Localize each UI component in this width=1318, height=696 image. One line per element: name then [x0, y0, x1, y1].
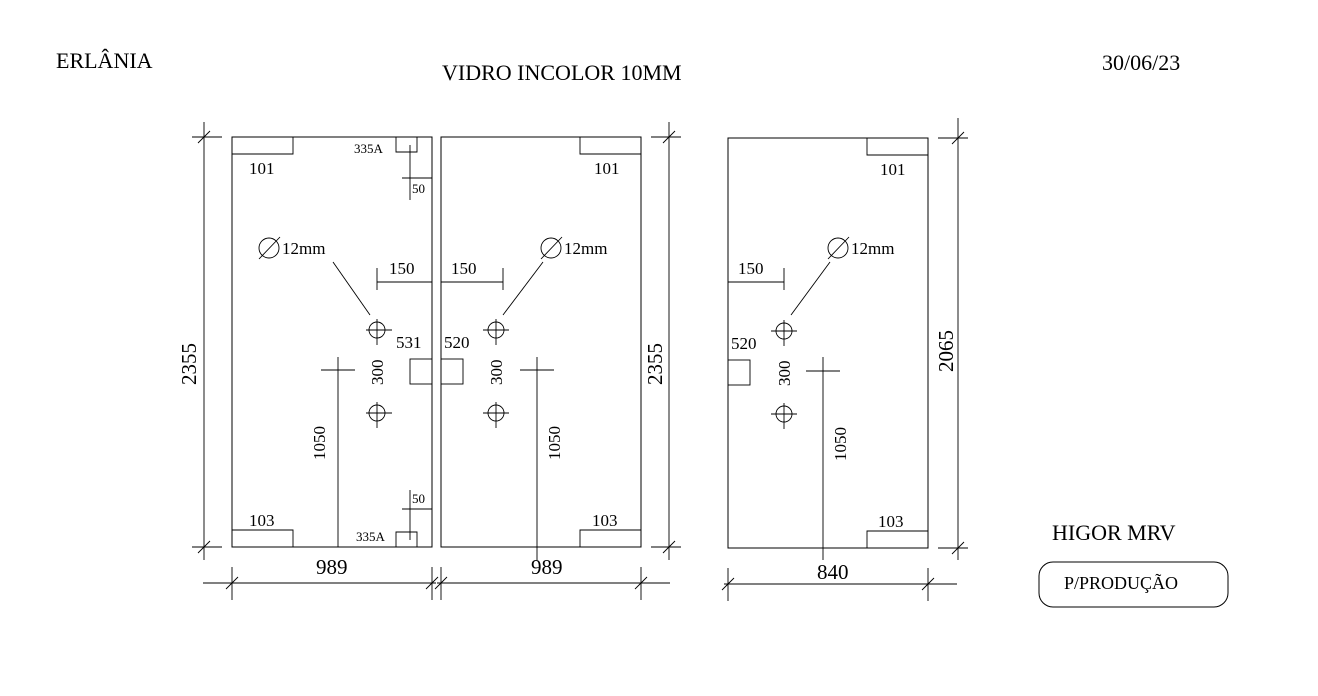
- panel-middle-bottom-fitting: [579, 529, 641, 547]
- panel-middle: 101 103 12mm 300 150 1050 520: [434, 122, 681, 600]
- panel-middle-bottom-fitting-label: 103: [592, 511, 618, 530]
- panel-right-handle-height: 1050: [831, 427, 850, 461]
- panel-left-bottom-fitting-label: 103: [249, 511, 275, 530]
- panel-middle-lock-label: 520: [444, 333, 470, 352]
- diameter-icon: [258, 237, 280, 259]
- panel-right: 101 103 12mm 300 150 1050 520 2065: [721, 118, 968, 601]
- panel-left-hole-spacing: 300: [368, 360, 387, 386]
- panel-middle-hole-top: [483, 319, 509, 345]
- panel-middle-lock: [440, 358, 464, 385]
- panel-right-lock: [727, 359, 751, 386]
- panel-middle-width: 989: [531, 555, 563, 579]
- panel-right-hole-edge: 150: [738, 259, 764, 278]
- panel-middle-hole-spacing: 300: [487, 360, 506, 386]
- panel-right-hole-label: 12mm: [851, 239, 894, 258]
- panel-middle-hole-bottom: [483, 402, 509, 428]
- panel-right-bottom-fitting: [866, 530, 928, 548]
- panel-left-height: 2355: [177, 343, 201, 385]
- panel-left-top-fitting: [232, 137, 294, 155]
- panel-left-top-corner-offset: 50: [412, 181, 425, 196]
- author-name: HIGOR MRV: [1052, 520, 1176, 545]
- panel-left-bottom-fitting: [232, 529, 294, 547]
- panel-middle-hole-edge: 150: [451, 259, 477, 278]
- panel-left-bottom-corner-offset: 50: [412, 491, 425, 506]
- panel-right-hole-top: [771, 320, 797, 346]
- panel-middle-outline: [440, 136, 642, 548]
- status-stamp: P/PRODUÇÃO: [1064, 572, 1178, 593]
- panel-left-lock-label: 531: [396, 333, 422, 352]
- panel-middle-top-fitting: [579, 137, 641, 155]
- panel-right-outline: [727, 137, 929, 549]
- panel-right-hole-spacing: 300: [775, 361, 794, 387]
- panel-left-bottom-corner-label: 335A: [356, 529, 386, 544]
- panel-left-width: 989: [316, 555, 348, 579]
- panel-middle-height: 2355: [643, 343, 667, 385]
- panel-right-lock-label: 520: [731, 334, 757, 353]
- status-stamp-border: [1038, 561, 1229, 608]
- panel-right-top-fitting-label: 101: [880, 160, 906, 179]
- diameter-icon: [827, 237, 849, 259]
- panel-left-outline: [231, 136, 433, 548]
- drawing-title: VIDRO INCOLOR 10MM: [442, 60, 682, 85]
- panel-left-top-fitting-label: 101: [249, 159, 275, 178]
- panel-left-top-corner-label: 335A: [354, 141, 384, 156]
- panel-right-hole-bottom: [771, 403, 797, 429]
- panel-left-bottom-corner-fitting: [395, 531, 418, 547]
- panel-left: 101 103 335A 50 335A 50 12mm 300: [177, 122, 439, 600]
- drawing-date: 30/06/23: [1102, 50, 1180, 75]
- client-name: ERLÂNIA: [56, 48, 153, 73]
- panel-left-lock: [409, 358, 433, 385]
- panel-left-hole-label: 12mm: [282, 239, 325, 258]
- panel-left-hole-bottom: [366, 402, 392, 428]
- panel-left-hole-edge: 150: [389, 259, 415, 278]
- diameter-icon: [540, 237, 562, 259]
- panel-right-bottom-fitting-label: 103: [878, 512, 904, 531]
- panel-middle-handle-height: 1050: [545, 426, 564, 460]
- panel-left-hole-top: [366, 319, 392, 345]
- panel-right-top-fitting: [866, 138, 928, 156]
- panel-middle-hole-label: 12mm: [564, 239, 607, 258]
- panel-middle-top-fitting-label: 101: [594, 159, 620, 178]
- panel-left-handle-height: 1050: [310, 426, 329, 460]
- panel-right-width: 840: [817, 560, 849, 584]
- panel-right-height: 2065: [934, 330, 958, 372]
- panel-left-top-corner-fitting: [395, 137, 418, 153]
